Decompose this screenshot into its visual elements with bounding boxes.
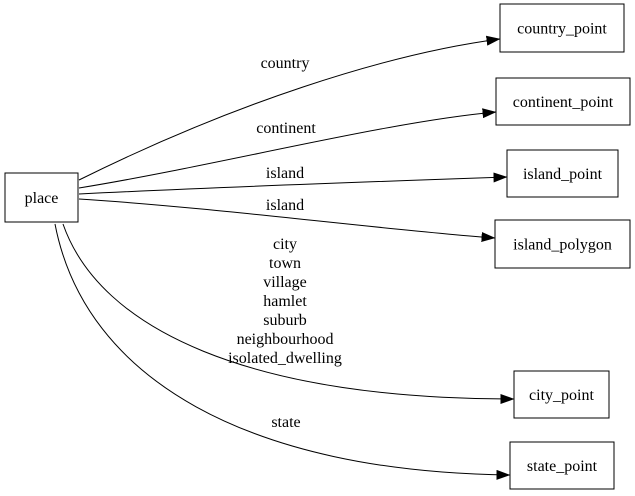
node-state_point-box — [509, 441, 615, 490]
edge-label-place-city_point-1: town — [269, 255, 301, 272]
edge-place-continent_point — [78, 108, 497, 189]
edge-place-island_polygon — [78, 198, 496, 243]
node-continent_point-box — [495, 77, 631, 126]
edge-label-place-island_point: island — [266, 165, 304, 182]
edge-label-place-city_point-0: city — [273, 236, 297, 253]
edge-label-place-city_point-4: suburb — [263, 312, 307, 329]
edge-label-place-city_point-3: hamlet — [263, 293, 307, 310]
edge-label-place-city_point-2: village — [263, 274, 307, 291]
edge-label-place-city_point-5: neighbourhood — [237, 331, 334, 348]
node-city_point-label: city_point — [529, 387, 594, 404]
node-place-box — [4, 172, 79, 223]
edge-place-city_point — [62, 223, 515, 404]
edge-label-place-state_point: state — [271, 414, 300, 431]
edge-label-place-country_point: country — [261, 55, 310, 72]
node-island_point-box — [506, 149, 619, 198]
edge-place-country_point — [78, 35, 501, 181]
node-island_polygon-box — [494, 219, 631, 269]
node-country_point-box — [499, 3, 625, 53]
node-continent_point-label: continent_point — [513, 94, 614, 111]
edge-place-state_point — [54, 223, 511, 480]
edge-label-place-island_polygon: island — [266, 197, 304, 214]
edge-place-island_point — [78, 172, 508, 195]
node-place-label: place — [25, 190, 59, 207]
node-state_point-label: state_point — [527, 458, 598, 475]
node-country_point-label: country_point — [517, 21, 607, 38]
node-city_point-box — [513, 370, 610, 419]
edge-label-place-continent_point: continent — [256, 120, 316, 137]
edge-label-place-city_point-6: isolated_dwelling — [228, 350, 342, 367]
node-island_point-label: island_point — [523, 166, 603, 183]
node-island_polygon-label: island_polygon — [513, 237, 612, 254]
